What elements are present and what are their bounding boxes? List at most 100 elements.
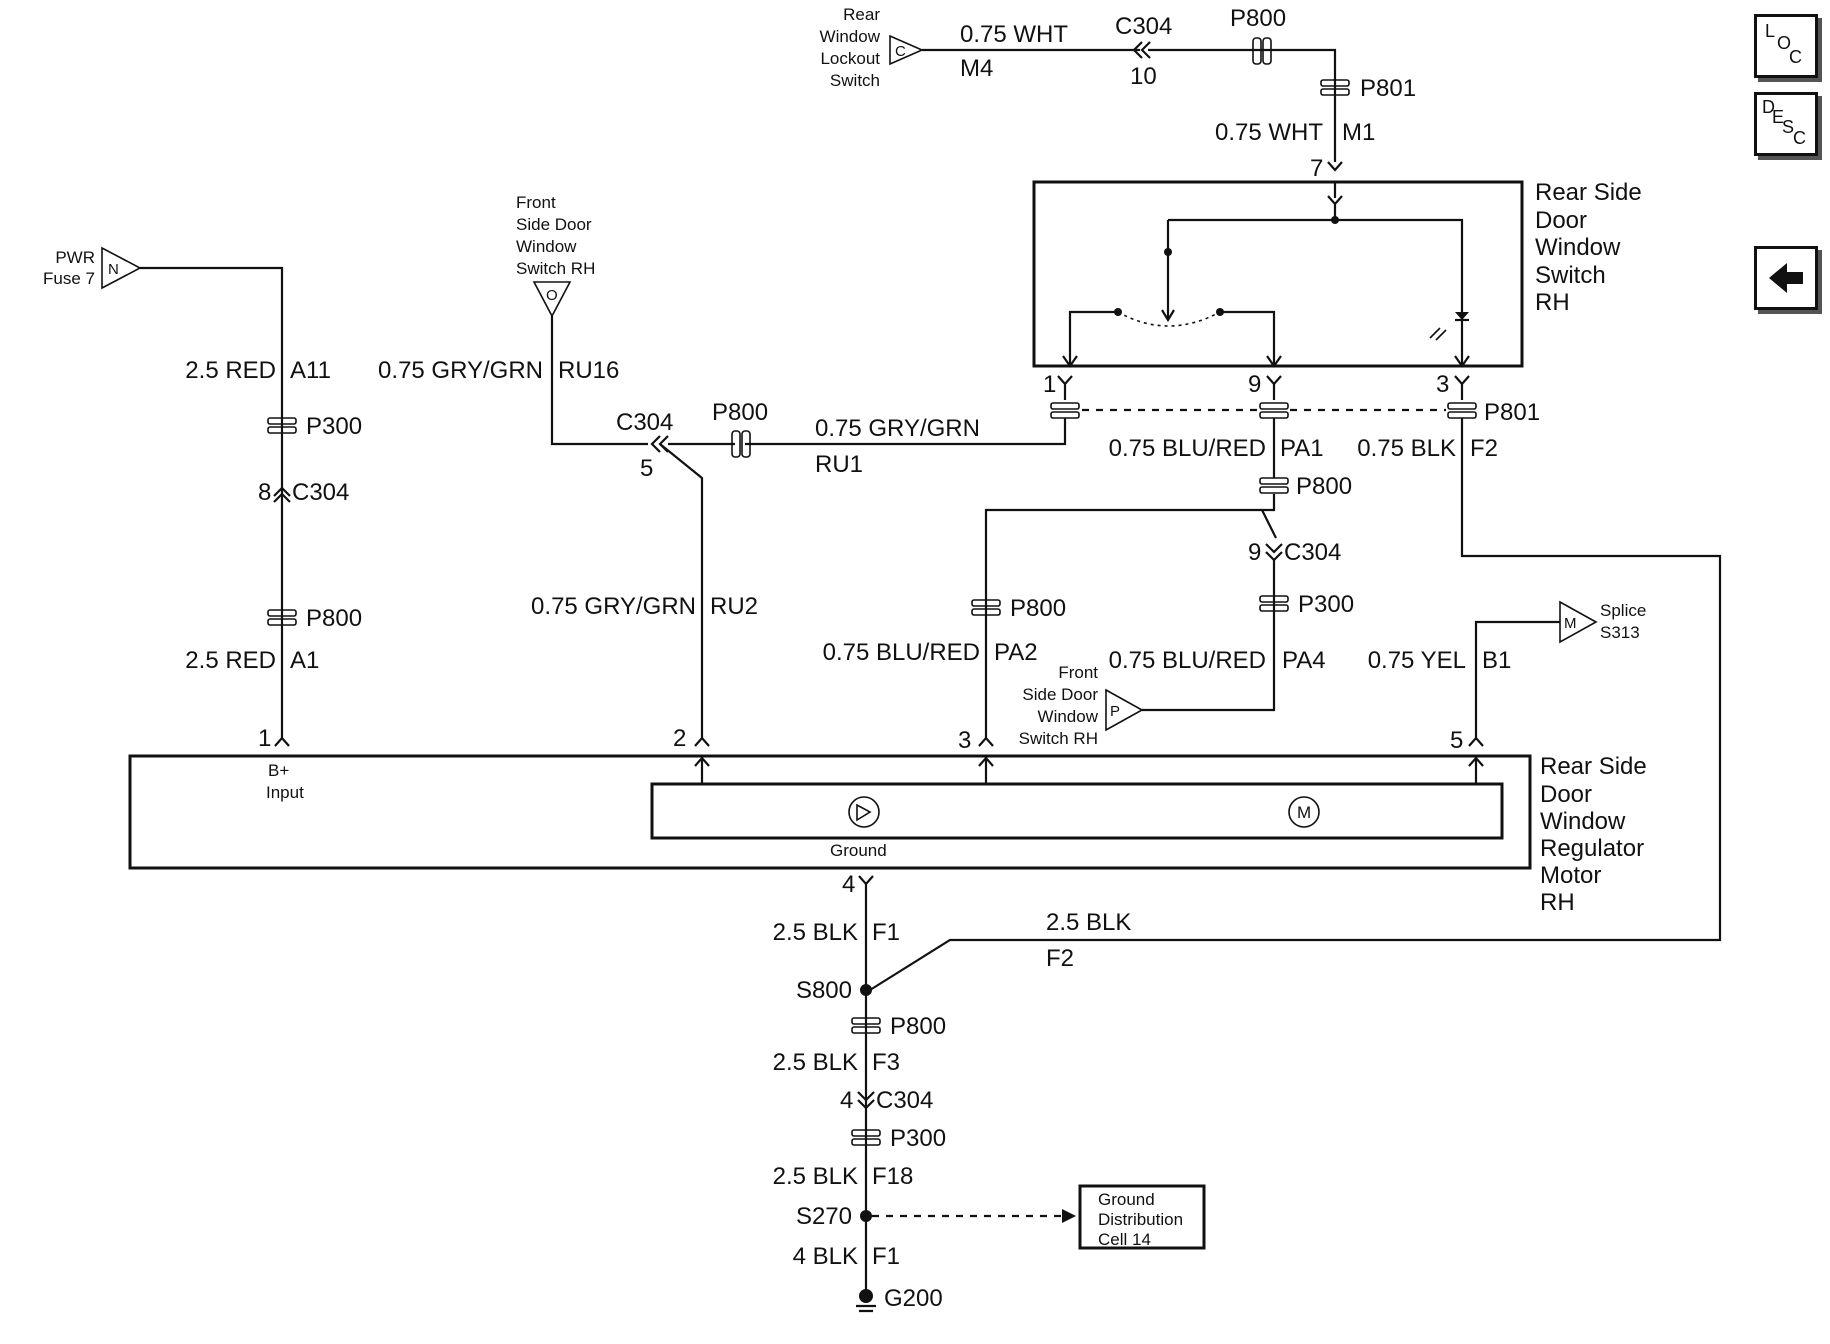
front-bottom-label-2: Side Door	[1022, 685, 1098, 704]
pa2-circuit: PA2	[994, 639, 1038, 666]
desc-letter-3: S	[1782, 117, 1795, 137]
splice-s313-label-2: S313	[1600, 623, 1640, 642]
lockout-wire	[922, 48, 1337, 162]
motor-label-3: Window	[1540, 808, 1626, 835]
c304-lockout-connector-icon	[1132, 41, 1151, 59]
s270-splice-icon	[860, 1210, 872, 1222]
ru2-circuit: RU2	[710, 593, 758, 620]
ru2-wire-label: 0.75 GRY/GRN	[531, 593, 696, 620]
f18-circuit: F18	[872, 1163, 913, 1190]
c304-pin-pa: 9	[1248, 539, 1261, 566]
front-switch-top: Front Side Door Window Switch RH O	[516, 193, 595, 318]
lockout-label-3: Lockout	[820, 49, 880, 68]
p801-grommet-2-icon	[1259, 402, 1289, 410]
pa2-wire	[984, 508, 1262, 738]
front-top-terminal-letter: O	[546, 287, 558, 304]
p800-grommet-ru-icon	[731, 430, 741, 458]
left-arrow-icon	[1769, 263, 1803, 293]
c304-label-pa: C304	[1284, 539, 1341, 566]
splice-s313-label-1: Splice	[1600, 601, 1646, 620]
motor-pin-2: 2	[673, 725, 686, 752]
desc-letter-2: E	[1772, 107, 1785, 127]
p300-grommet-ground-icon	[851, 1129, 881, 1137]
rear-switch-box	[1032, 180, 1524, 368]
front-bottom-label-3: Window	[1038, 707, 1099, 726]
motor-label: Rear Side Door Window Regulator Motor RH	[1540, 753, 1647, 916]
switch-pin-9: 9	[1248, 371, 1261, 398]
pwr-terminal-icon	[101, 246, 142, 290]
motor-pin-4: 4	[842, 871, 855, 898]
f3-wire-label: 2.5 BLK	[773, 1049, 858, 1076]
front-top-terminal-icon	[532, 281, 572, 318]
motor-module-pin-5	[1468, 756, 1484, 784]
splice-s313: M Splice S313	[1559, 600, 1646, 644]
f2-switch-circuit: F2	[1470, 435, 1498, 462]
lockout-label-2: Window	[820, 27, 881, 46]
rear-switch-label-2: Door	[1535, 207, 1587, 234]
c304-pa-connector-icon	[1265, 543, 1283, 562]
desc-button[interactable]: D E S C	[1754, 92, 1818, 156]
f1-bottom-wire-label: 4 BLK	[793, 1243, 858, 1270]
ground-dist-arrow-icon	[1062, 1209, 1076, 1223]
p800-grommet-top-icon	[1252, 37, 1262, 65]
motor-label-5: Motor	[1540, 862, 1601, 889]
p300-label-ground: P300	[890, 1125, 946, 1152]
pa4-wire	[1142, 560, 1276, 712]
f1-top-circuit: F1	[872, 919, 900, 946]
motor-sensor-icon	[848, 796, 880, 828]
loc-button[interactable]: L O C	[1754, 14, 1818, 78]
ru16-wire	[550, 316, 648, 446]
p800-label-pa: P800	[1296, 473, 1352, 500]
p801-label: P801	[1484, 399, 1540, 426]
lockout-label-1: Rear	[843, 5, 880, 24]
lockout-label-4: Switch	[830, 71, 880, 90]
pa4-wire-label: 0.75 BLU/RED	[1109, 647, 1266, 674]
p801-grommet-top-icon	[1320, 79, 1350, 87]
pwr-fuse-7: PWR Fuse 7 N	[43, 246, 142, 290]
front-top-label-4: Switch RH	[516, 259, 595, 278]
splice-s313-letter: M	[1564, 615, 1577, 632]
motor-symbol: M	[1297, 803, 1311, 822]
p801-grommet-3-icon	[1447, 402, 1477, 410]
loc-letter-2: O	[1777, 33, 1792, 53]
p800-label-bplus: P800	[306, 605, 362, 632]
c304-label-ru: C304	[616, 409, 673, 436]
motor-pin-1-icon	[274, 736, 290, 747]
back-button[interactable]	[1754, 246, 1818, 310]
switch-feed-wire-label: 0.75 WHT	[1215, 119, 1323, 146]
f1-bottom-circuit: F1	[872, 1243, 900, 1270]
b-plus-bot-circuit: A1	[290, 647, 319, 674]
b-plus-wire	[140, 266, 284, 738]
lockout-terminal-icon	[889, 34, 924, 66]
c304-pin-ru: 5	[640, 455, 653, 482]
diode-icon	[1455, 312, 1469, 320]
p800-label-top: P800	[1230, 5, 1286, 32]
g200-label: G200	[884, 1285, 943, 1312]
switch-pin-1-icon	[1057, 375, 1073, 400]
front-bottom-terminal-icon	[1105, 688, 1144, 732]
p800-label-ground: P800	[890, 1013, 946, 1040]
f2-ground-wire-label: 2.5 BLK	[1046, 909, 1131, 936]
c304-bplus-connector-icon	[273, 486, 291, 503]
pa1-circuit: PA1	[1280, 435, 1324, 462]
ru2-wire	[659, 443, 704, 738]
switch-pin-3: 3	[1436, 371, 1449, 398]
ground-dist-label-2: Distribution	[1098, 1210, 1183, 1229]
p800-grommet-pa2-icon	[971, 599, 1001, 607]
switch-feed-circuit: M1	[1342, 119, 1375, 146]
led-rays-icon	[1429, 327, 1447, 341]
ru16-wire-label: 0.75 GRY/GRN	[378, 357, 543, 384]
rear-switch-label-3: Window	[1535, 234, 1621, 261]
motor-pin-1: 1	[258, 725, 271, 752]
ru1-circuit: RU1	[815, 451, 863, 478]
switch-pin-1: 1	[1043, 371, 1056, 398]
desc-letter-1: D	[1762, 97, 1775, 117]
motor-label-4: Regulator	[1540, 835, 1644, 862]
f18-wire-label: 2.5 BLK	[773, 1163, 858, 1190]
c304-pin-bplus: 8	[258, 479, 271, 506]
motor-label-1: Rear Side	[1540, 753, 1647, 780]
lockout-wire-circuit: M4	[960, 55, 993, 82]
motor-module-box	[650, 782, 1504, 840]
c304-label-ground: C304	[876, 1087, 933, 1114]
